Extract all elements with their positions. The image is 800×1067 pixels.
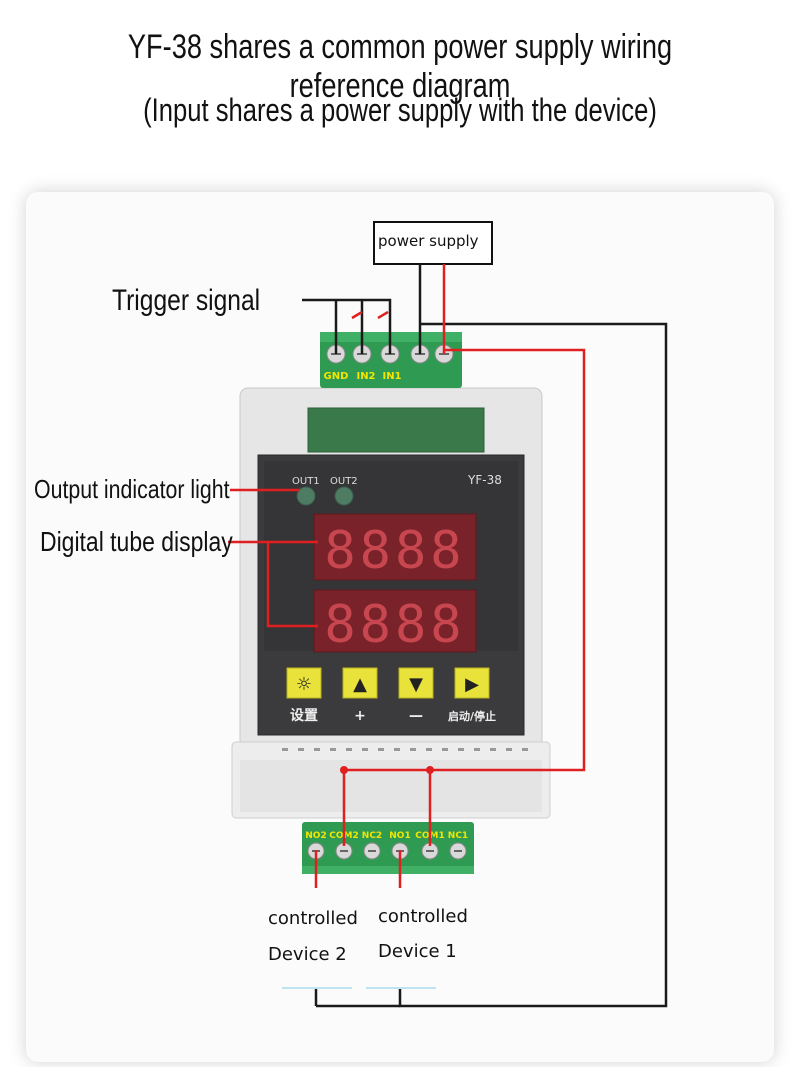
diagram-subtitle: (Input shares a power supply with the de… [143, 92, 657, 128]
out1-indicator-light [296, 486, 316, 506]
vent-slot [394, 748, 400, 751]
bottom-terminal-label: NO1 [389, 831, 410, 841]
power-supply-box [373, 221, 493, 265]
out2-indicator-light [334, 486, 354, 506]
device-2-label-line1: controlled [268, 908, 358, 929]
down-arrow-icon: ▼ [409, 674, 423, 695]
diagram-title: YF-38 shares a common power supply wirin… [127, 28, 673, 105]
vent-slot [426, 748, 432, 751]
panel-button-caption: 设置 [290, 707, 318, 724]
device-2-label-line2: Device 2 [268, 944, 347, 965]
device-1-label-line1: controlled [378, 906, 468, 927]
vent-slot [410, 748, 416, 751]
vent-slot [506, 748, 512, 751]
vent-slot [346, 748, 352, 751]
panel-button-face[interactable] [398, 667, 434, 699]
digital-display-2 [313, 589, 477, 653]
start-stop-icon: ▶ [465, 674, 479, 695]
bottom-terminal-label: NC1 [448, 831, 468, 841]
vent-slots [282, 748, 528, 751]
digital-display-label: Digital tube display [40, 526, 233, 557]
model-label: YF-38 [467, 473, 502, 487]
power-supply-label: power supply [378, 232, 479, 250]
panel-button-face[interactable] [286, 667, 322, 699]
top-terminal-label: GND [324, 371, 349, 382]
vent-slot [442, 748, 448, 751]
vent-slot [458, 748, 464, 751]
out2-label: OUT2 [330, 476, 358, 487]
panel-button[interactable]: ▶ 启动/停止 [448, 667, 496, 723]
vent-slot [282, 748, 288, 751]
vent-slot [378, 748, 384, 751]
vent-slot [522, 748, 528, 751]
vent-slot [298, 748, 304, 751]
vent-slot [474, 748, 480, 751]
vent-slot [490, 748, 496, 751]
output-indicator-label: Output indicator light [34, 474, 230, 504]
bottom-terminal-block [302, 822, 474, 874]
panel-button-face[interactable] [454, 667, 490, 699]
top-terminal-label: IN1 [382, 371, 401, 382]
top-terminal-label: IN2 [356, 371, 375, 382]
up-arrow-icon: ▲ [353, 674, 367, 695]
panel-button[interactable]: ☼ 设置 [286, 667, 322, 724]
display-2-digits: 8888 [324, 595, 465, 655]
device-1-label-line2: Device 1 [378, 941, 457, 962]
display-1-digits: 8888 [324, 521, 465, 581]
panel-button-face[interactable] [342, 667, 378, 699]
out1-label: OUT1 [292, 476, 320, 487]
panel-button[interactable]: ▲+ [342, 667, 378, 724]
panel-button-caption: + [354, 708, 366, 724]
red-wires [228, 264, 586, 888]
trigger-signal-label: Trigger signal [112, 284, 261, 317]
bottom-terminal-label: NC2 [362, 831, 382, 841]
black-wires [302, 264, 668, 1008]
gear-icon: ☼ [296, 674, 312, 695]
panel-button[interactable]: ▼— [398, 667, 434, 724]
digital-display-1 [313, 513, 477, 581]
vent-slot [330, 748, 336, 751]
bottom-terminal-label: NO2 [305, 831, 326, 841]
panel-button-caption: — [409, 708, 423, 724]
panel-button-caption: 启动/停止 [448, 709, 496, 723]
vent-slot [362, 748, 368, 751]
vent-slot [314, 748, 320, 751]
